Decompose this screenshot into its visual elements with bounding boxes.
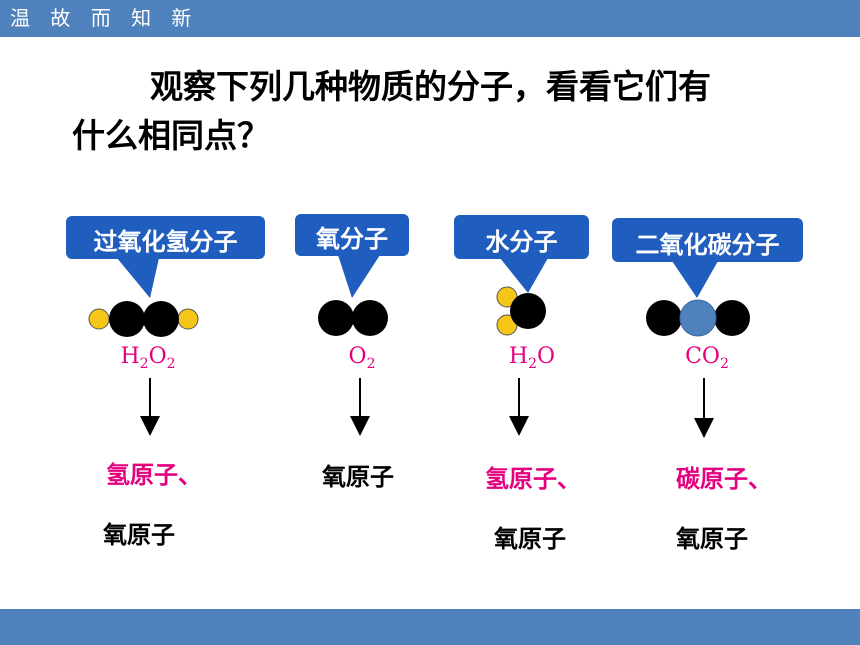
- footer-bar: [0, 609, 860, 645]
- oxygen-atom: [143, 301, 179, 337]
- molecule-h2o2: [88, 301, 199, 337]
- oxygen-atom: [646, 300, 682, 336]
- label-h2o2: 过氧化氢分子: [93, 228, 238, 256]
- label-o2: 氧分子: [316, 225, 388, 253]
- oxygen-atom: [510, 293, 546, 329]
- oxygen-atom: [714, 300, 750, 336]
- oxygen-atom: [352, 300, 388, 336]
- atom-text-co2-1: 碳原子、: [676, 465, 772, 493]
- question-line1: 观察下列几种物质的分子，看看它们有: [150, 67, 711, 106]
- formula-h2o2: H2O2: [120, 344, 176, 372]
- atom-text-h2o2-2: 氧原子: [103, 521, 175, 549]
- atom-text-h2o2-1: 氢原子、: [106, 461, 202, 489]
- oxygen-atom: [109, 301, 145, 337]
- label-co2: 二氧化碳分子: [635, 231, 780, 259]
- formula-h2o: H2O: [508, 344, 556, 372]
- carbon-atom: [679, 299, 717, 337]
- molecule-co2: [646, 299, 750, 337]
- atom-text-o2-1: 氧原子: [322, 463, 394, 491]
- formula-co2: CO2: [685, 344, 729, 372]
- hydrogen-atom: [177, 308, 199, 330]
- formula-o2: O2: [348, 344, 376, 372]
- molecule-h2o: [496, 286, 546, 336]
- atom-text-co2-2: 氧原子: [676, 525, 748, 553]
- callout-o2: [295, 214, 409, 298]
- callout-h2o2: [66, 216, 265, 298]
- label-h2o: 水分子: [485, 228, 558, 256]
- oxygen-atom: [318, 300, 354, 336]
- question-text: 观察下列几种物质的分子，看看它们有 什么相同点？: [72, 62, 832, 160]
- atom-text-h2o-1: 氢原子、: [485, 465, 581, 493]
- callout-h2o: [454, 215, 589, 293]
- header-title: 温 故 而 知 新: [10, 6, 199, 30]
- header-bar: 温 故 而 知 新: [0, 0, 860, 37]
- molecule-o2: [318, 300, 388, 336]
- atom-text-h2o-2: 氧原子: [494, 525, 566, 553]
- callout-co2: [612, 218, 803, 298]
- question-line2: 什么相同点？: [72, 116, 270, 155]
- hydrogen-atom: [88, 308, 110, 330]
